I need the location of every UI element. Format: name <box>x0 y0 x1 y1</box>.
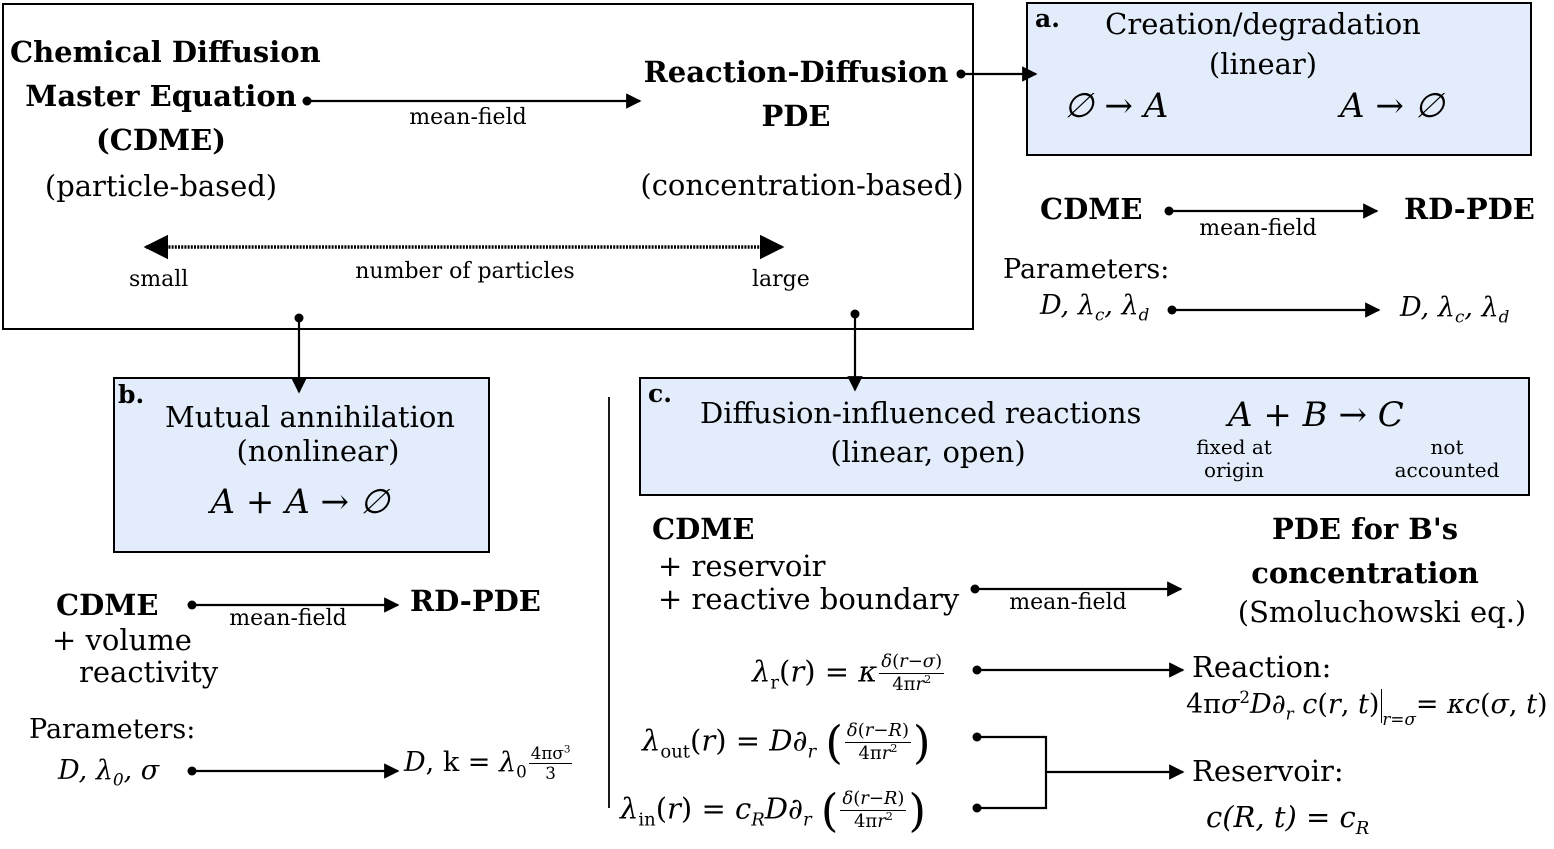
panel-a-tag: a. <box>1035 4 1060 33</box>
reservoir-label: Reservoir: <box>1192 754 1344 788</box>
connector-reservoir <box>977 735 1048 810</box>
panel-b-tag: b. <box>118 380 145 409</box>
panel-a-params-right: D, λc, λd <box>1400 292 1510 327</box>
not-accounted-line2: accounted <box>1394 458 1500 482</box>
panel-c-reactive-boundary: + reactive boundary <box>658 582 960 616</box>
number-of-particles-label: number of particles <box>355 259 575 284</box>
lambda-in-equation: λin(r) = cRD∂r (δ(r−R)4πr2) <box>620 784 926 837</box>
panel-b-cdme: CDME <box>56 588 159 622</box>
main-box <box>2 3 974 330</box>
panel-b-parameters: Parameters: <box>29 714 196 745</box>
panel-b-title: Mutual annihilation <box>165 400 455 434</box>
panel-c-reservoir: + reservoir <box>658 549 826 583</box>
small-label: small <box>129 267 189 292</box>
panel-c-reaction: A + B → C <box>1228 395 1404 435</box>
panel-a-reaction-degradation: A → ∅ <box>1340 86 1445 126</box>
fixed-at-origin-line2: origin <box>1203 458 1265 482</box>
panel-c-cdme: CDME <box>652 512 755 546</box>
panel-c-box <box>639 377 1530 496</box>
rdpde-title-line2: PDE <box>761 99 831 133</box>
reaction-label: Reaction: <box>1192 650 1332 684</box>
panel-a-params-left: D, λc, λd <box>1040 290 1150 325</box>
cdme-title-line3: (CDME) <box>96 123 226 157</box>
lambda-out-equation: λout(r) = D∂r (δ(r−R)4πr2) <box>642 716 931 769</box>
panel-a-box <box>1026 2 1532 156</box>
cdme-subtitle: (particle-based) <box>44 169 278 203</box>
large-label: large <box>752 267 810 292</box>
not-accounted-line1: not <box>1430 435 1464 459</box>
panel-c-tag: c. <box>648 379 672 408</box>
reservoir-boundary-condition: c(R, t) = cR <box>1206 800 1370 839</box>
panel-b-meanfield: mean-field <box>229 606 347 631</box>
panel-b-volume: + volume <box>52 623 192 657</box>
panel-a-cdme: CDME <box>1040 192 1143 226</box>
pde-title-line2: concentration <box>1251 556 1479 590</box>
rdpde-title-line1: Reaction-Diffusion <box>643 55 949 89</box>
panel-a-meanfield: mean-field <box>1199 216 1317 241</box>
panel-a-title: Creation/degradation <box>1105 7 1421 41</box>
panel-b-subtitle: (nonlinear) <box>236 434 400 468</box>
cdme-title-line1: Chemical Diffusion <box>10 35 321 69</box>
panel-c-title: Diffusion-influenced reactions <box>700 396 1142 430</box>
pde-title-line1: PDE for B's <box>1271 512 1459 546</box>
panel-a-rdpde: RD-PDE <box>1404 192 1535 226</box>
fixed-at-origin-line1: fixed at <box>1196 435 1272 459</box>
smoluchowski-label: (Smoluchowski eq.) <box>1237 595 1527 629</box>
panel-a-reaction-creation: ∅ → A <box>1064 86 1169 126</box>
cdme-title-line2: Master Equation <box>25 79 297 113</box>
panel-a-parameters: Parameters: <box>1003 254 1170 285</box>
panel-c-subtitle: (linear, open) <box>830 435 1026 469</box>
panel-b-reactivity: reactivity <box>79 655 219 689</box>
reaction-boundary-condition: 4πσ2D∂r c(r, t)r=σ= κc(σ, t) <box>1186 687 1548 729</box>
panel-a-subtitle: (linear) <box>1208 47 1318 81</box>
panel-b-rdpde: RD-PDE <box>410 584 541 618</box>
rdpde-subtitle: (concentration-based) <box>640 168 964 202</box>
panel-c-meanfield: mean-field <box>1009 590 1127 615</box>
panel-b-reaction: A + A → ∅ <box>210 482 390 522</box>
panel-b-params-left: D, λ0, σ <box>58 755 160 790</box>
panel-b-box <box>113 377 490 553</box>
main-meanfield-label: mean-field <box>409 105 527 130</box>
